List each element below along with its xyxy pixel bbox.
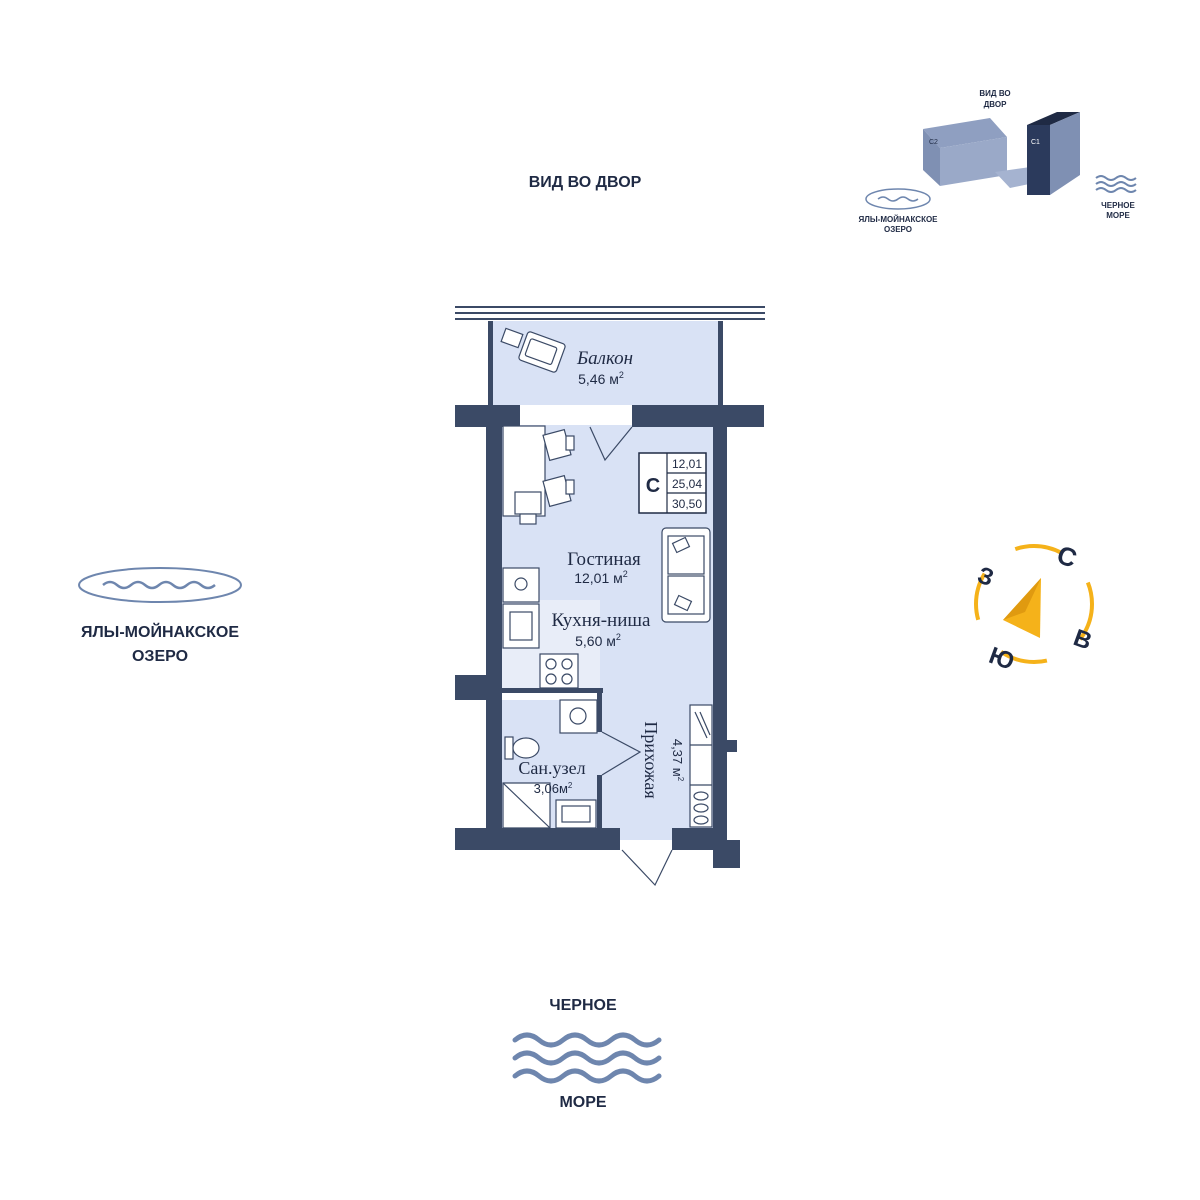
sea-waves-icon — [512, 1032, 662, 1084]
key-plan-lake-label: ЯЛЫ-МОЙНАКСКОЕ — [858, 215, 938, 224]
balcony-door-icon — [589, 426, 633, 462]
balcony-name: Балкон — [576, 348, 633, 369]
key-plan-lake-icon — [865, 188, 931, 210]
key-plan: ВИД ВО ДВОР C2 C1 ЯЛЫ-МОЙНАКСКОЕ ОЗЕРО — [858, 89, 1137, 234]
key-plan-view-label: ВИД ВО — [979, 89, 1010, 98]
sofa-icon — [661, 527, 711, 623]
toilet-icon — [504, 736, 540, 760]
bathroom-door-icon — [601, 731, 642, 776]
compass-icon — [974, 544, 1094, 664]
apartment-badge — [638, 452, 707, 514]
washing-machine-icon — [559, 699, 598, 734]
hallway-area: 4,37 м2 — [670, 739, 685, 782]
key-plan-sea-icon — [1095, 175, 1137, 193]
badge-total-balcony-area: 30,50 — [672, 497, 702, 511]
key-plan-sea-label: ЧЕРНОЕ — [1101, 201, 1135, 210]
key-plan-sea-label-2: МОРЕ — [1106, 211, 1130, 220]
key-plan-view-label-2: ДВОР — [984, 100, 1008, 109]
bathroom-area: 3,06м2 — [534, 781, 573, 796]
balcony-railing — [455, 306, 765, 320]
lake-label: ЯЛЫ-МОЙНАКСКОЕ — [81, 622, 239, 641]
lake-label-2: ОЗЕРО — [132, 648, 188, 665]
key-plan-c2-label: C2 — [929, 139, 938, 146]
kitchen-name: Кухня-ниша — [552, 610, 651, 631]
wardrobe-icon — [689, 704, 713, 828]
stove-icon — [539, 653, 579, 689]
kitchen-area: 5,60 м2 — [575, 632, 621, 649]
balcony-chair-icon — [500, 327, 566, 373]
entry-door-icon — [621, 849, 673, 887]
badge-total-area: 25,04 — [672, 477, 702, 491]
courtyard-view-label: ВИД ВО ДВОР — [529, 174, 642, 191]
washbasin-icon — [555, 799, 597, 829]
apartment-type-letter: C — [646, 475, 660, 497]
key-plan-c1-label: C1 — [1031, 139, 1040, 146]
apartment-plan: C 12,01 25,04 30,50 — [455, 306, 765, 887]
lake-icon — [78, 567, 242, 603]
dining-set-icon — [502, 425, 575, 525]
badge-living-area: 12,01 — [672, 457, 702, 471]
fridge-icon — [502, 567, 540, 603]
compass-south: Ю — [985, 642, 1017, 676]
building-c1-icon — [1027, 112, 1080, 195]
living-room-area: 12,01 м2 — [574, 569, 628, 586]
key-plan-lake-label-2: ОЗЕРО — [884, 225, 912, 234]
sea-label-bottom: МОРЕ — [559, 1094, 606, 1111]
bathroom-name: Сан.узел — [518, 758, 585, 778]
walls — [455, 321, 764, 868]
compass-east: В — [1070, 624, 1096, 655]
living-room-name: Гостиная — [567, 549, 641, 570]
balcony-area: 5,46 м2 — [578, 370, 624, 387]
sea-label-top: ЧЕРНОЕ — [549, 997, 617, 1014]
compass-north: С — [1053, 539, 1081, 574]
compass-west: З — [974, 562, 997, 593]
shower-icon — [502, 782, 551, 829]
sink-icon — [502, 603, 540, 649]
hallway-name: Прихожая — [641, 721, 661, 798]
